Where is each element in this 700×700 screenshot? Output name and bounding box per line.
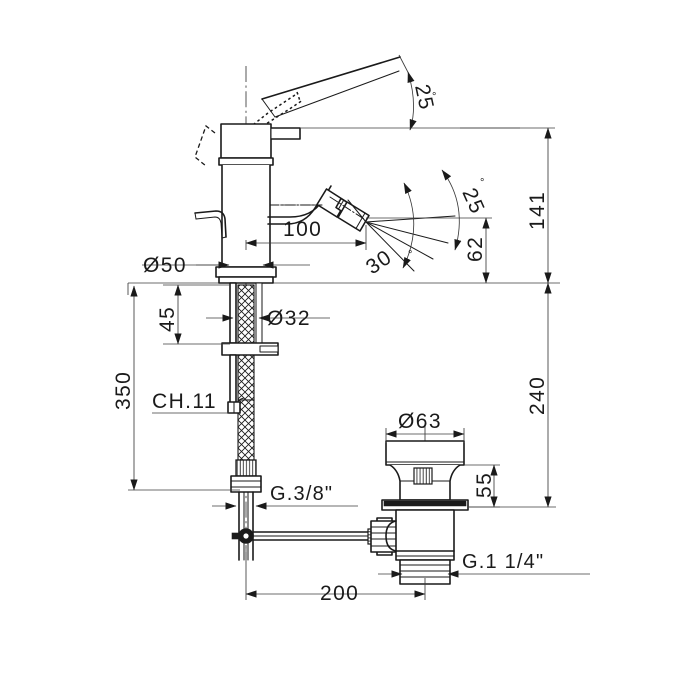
spout-assembly: [267, 185, 370, 232]
dim-shank-upper: 45: [156, 284, 230, 345]
label-spout-height: 62: [464, 236, 487, 262]
label-drain-offset: 200: [320, 582, 359, 605]
label-overall-height: 141: [526, 191, 549, 230]
dim-handle-angle: 25 °: [300, 54, 520, 131]
faucet-body: [215, 123, 301, 284]
label-drain-diameter: Ø63: [398, 410, 442, 433]
side-lever-handle: [194, 210, 227, 239]
dim-spout-reach: 100: [245, 218, 367, 250]
degree-symbol-handle: °: [432, 91, 436, 103]
label-spout-reach: 100: [283, 218, 322, 241]
drain-assembly: [381, 440, 469, 585]
dim-wrench-size: CH.11: [152, 390, 229, 414]
label-drain-depth: 240: [526, 376, 549, 415]
angle-arcs: [402, 169, 462, 269]
label-hose-length: 350: [112, 371, 135, 410]
dim-drain-depth: 240: [468, 282, 556, 508]
dim-drain-offset: 200: [245, 545, 426, 605]
shank-and-hose: [221, 282, 279, 561]
dim-hose-length: 350: [112, 283, 240, 491]
handle-lever-raised: [261, 56, 401, 118]
degree-symbol-aerator: °: [480, 177, 484, 189]
label-body-diameter: Ø50: [143, 254, 187, 277]
label-wrench-size: CH.11: [152, 390, 217, 413]
label-drain-height: 55: [473, 472, 496, 498]
label-drain-thread: G.1 1/4": [462, 551, 544, 573]
degree-symbol-spray: °: [408, 249, 412, 261]
dim-spout-height: 62: [366, 217, 492, 284]
label-shank-upper: 45: [156, 306, 179, 332]
dim-shank-diameter: Ø32: [206, 307, 330, 330]
dim-inlet-thread: G.3/8": [212, 483, 358, 510]
label-inlet-thread: G.3/8": [270, 483, 333, 505]
label-shank-diameter: Ø32: [267, 307, 311, 330]
dim-body-diameter: Ø50: [142, 254, 310, 277]
dim-drain-diameter: Ø63: [385, 410, 465, 443]
label-handle-angle: 25: [410, 82, 438, 112]
dim-drain-thread: G.1 1/4": [378, 551, 590, 578]
dim-overall-height: 141: [460, 127, 555, 284]
handle-rotation-range: [194, 91, 304, 167]
